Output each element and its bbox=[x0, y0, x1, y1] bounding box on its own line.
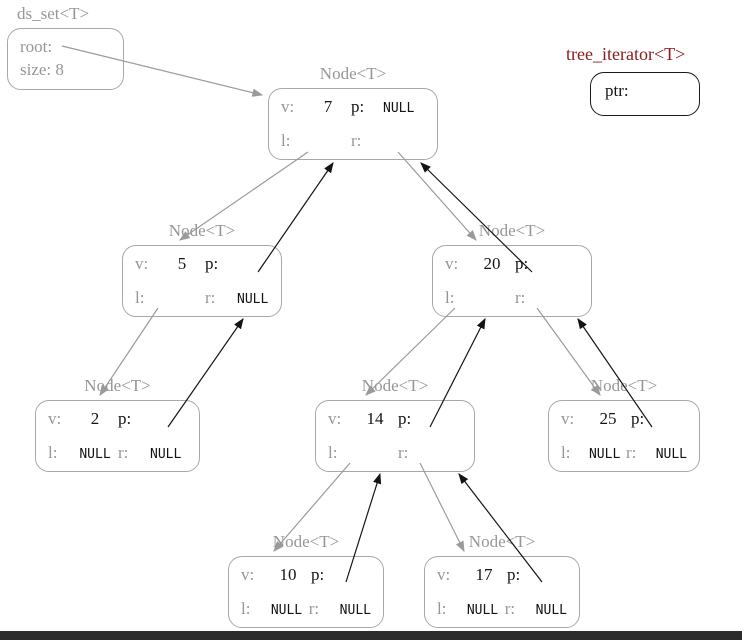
node-value: 7 bbox=[323, 97, 333, 116]
node-value: 5 bbox=[177, 254, 187, 273]
tree-node-14: Node<T> v: 14 p: l: r: bbox=[315, 376, 475, 472]
p-label: p: bbox=[118, 409, 132, 428]
r-label: r: bbox=[515, 288, 526, 307]
p-label: p: bbox=[205, 254, 219, 273]
r-value: NULL bbox=[237, 292, 269, 307]
tree-node-25: Node<T> v: 25 p: l: NULL r: NULL bbox=[548, 376, 700, 472]
p-label: p: bbox=[515, 254, 529, 273]
tree-node-2: Node<T> v: 2 p: l: NULL r: NULL bbox=[35, 376, 200, 472]
node-box: v: 10 p: l: NULL r: NULL bbox=[228, 556, 384, 628]
r-value: NULL bbox=[339, 603, 371, 618]
v-label: v: bbox=[48, 409, 62, 428]
r-label: r: bbox=[308, 599, 320, 618]
l-value: NULL bbox=[270, 603, 303, 618]
ptr-field-label: ptr: bbox=[605, 81, 629, 100]
node-box: v: 7 p: NULL l: r: bbox=[268, 88, 438, 160]
v-label: v: bbox=[241, 565, 255, 584]
p-label: p: bbox=[398, 409, 412, 428]
v-label: v: bbox=[281, 97, 295, 116]
node-value: 14 bbox=[366, 409, 384, 428]
p-label: p: bbox=[351, 97, 365, 116]
l-label: l: bbox=[135, 288, 145, 307]
l-label: l: bbox=[437, 599, 447, 618]
size-value: 8 bbox=[55, 59, 64, 79]
l-value: NULL bbox=[588, 447, 621, 462]
l-label: l: bbox=[561, 443, 571, 462]
node-box: v: 25 p: l: NULL r: NULL bbox=[548, 400, 700, 472]
r-label: r: bbox=[398, 443, 409, 462]
size-field-label: size: bbox=[20, 59, 52, 79]
node-type-label: Node<T> bbox=[168, 221, 236, 240]
node-box: v: 17 p: l: NULL r: NULL bbox=[424, 556, 580, 628]
p-label: p: bbox=[507, 565, 521, 584]
v-label: v: bbox=[328, 409, 342, 428]
node-value: 10 bbox=[279, 565, 297, 584]
v-label: v: bbox=[445, 254, 459, 273]
r-label: r: bbox=[118, 443, 129, 462]
root-field-label: root: bbox=[20, 37, 53, 56]
l-label: l: bbox=[281, 131, 291, 150]
tree-iterator-struct: tree_iterator<T> ptr: bbox=[566, 44, 700, 116]
ds-set-box: root: size: 8 bbox=[7, 28, 124, 90]
l-value: NULL bbox=[79, 447, 111, 462]
node-box: v: 2 p: l: NULL r: NULL bbox=[35, 400, 200, 472]
tree-node-10: Node<T> v: 10 p: l: NULL r: NULL bbox=[228, 532, 384, 628]
node-type-label: Node<T> bbox=[468, 532, 536, 551]
node-value: 2 bbox=[90, 409, 100, 428]
l-label: l: bbox=[241, 599, 251, 618]
l-label: l: bbox=[445, 288, 455, 307]
r-value: NULL bbox=[535, 603, 567, 618]
window-bottom-bar bbox=[0, 631, 742, 640]
node-type-label: Node<T> bbox=[590, 376, 658, 395]
tree-node-7: Node<T> v: 7 p: NULL l: r: bbox=[268, 64, 438, 160]
r-label: r: bbox=[504, 599, 516, 618]
r-label: r: bbox=[351, 131, 362, 150]
tree-iterator-box: ptr: bbox=[590, 72, 700, 116]
node-box: v: 20 p: l: r: bbox=[432, 245, 592, 317]
r-value: NULL bbox=[150, 447, 182, 462]
node-value: 25 bbox=[599, 409, 617, 428]
p-label: p: bbox=[311, 565, 325, 584]
l-label: l: bbox=[48, 443, 58, 462]
node-type-label: Node<T> bbox=[319, 64, 387, 83]
v-label: v: bbox=[437, 565, 451, 584]
ds-set-struct: ds_set<T> root: size: 8 bbox=[7, 4, 124, 90]
node-type-label: Node<T> bbox=[478, 221, 546, 240]
v-label: v: bbox=[135, 254, 149, 273]
p-label: p: bbox=[631, 409, 645, 428]
tree-iterator-title: tree_iterator<T> bbox=[566, 44, 686, 64]
l-label: l: bbox=[328, 443, 338, 462]
node-value: 17 bbox=[475, 565, 493, 584]
r-label: r: bbox=[625, 443, 637, 462]
ds-set-title: ds_set<T> bbox=[17, 4, 90, 23]
tree-node-17: Node<T> v: 17 p: l: NULL r: NULL bbox=[424, 532, 580, 628]
tree-node-20: Node<T> v: 20 p: l: r: bbox=[432, 221, 592, 317]
node-type-label: Node<T> bbox=[361, 376, 429, 395]
node-type-label: Node<T> bbox=[272, 532, 340, 551]
v-label: v: bbox=[561, 409, 575, 428]
p-value: NULL bbox=[383, 101, 415, 116]
node-value: 20 bbox=[483, 254, 501, 273]
node-type-label: Node<T> bbox=[84, 376, 151, 395]
node-box: v: 5 p: l: r: NULL bbox=[122, 245, 282, 317]
r-label: r: bbox=[205, 288, 216, 307]
l-value: NULL bbox=[466, 603, 499, 618]
r-value: NULL bbox=[655, 447, 687, 462]
node-box: v: 14 p: l: r: bbox=[315, 400, 475, 472]
tree-node-5: Node<T> v: 5 p: l: r: NULL bbox=[122, 221, 282, 317]
